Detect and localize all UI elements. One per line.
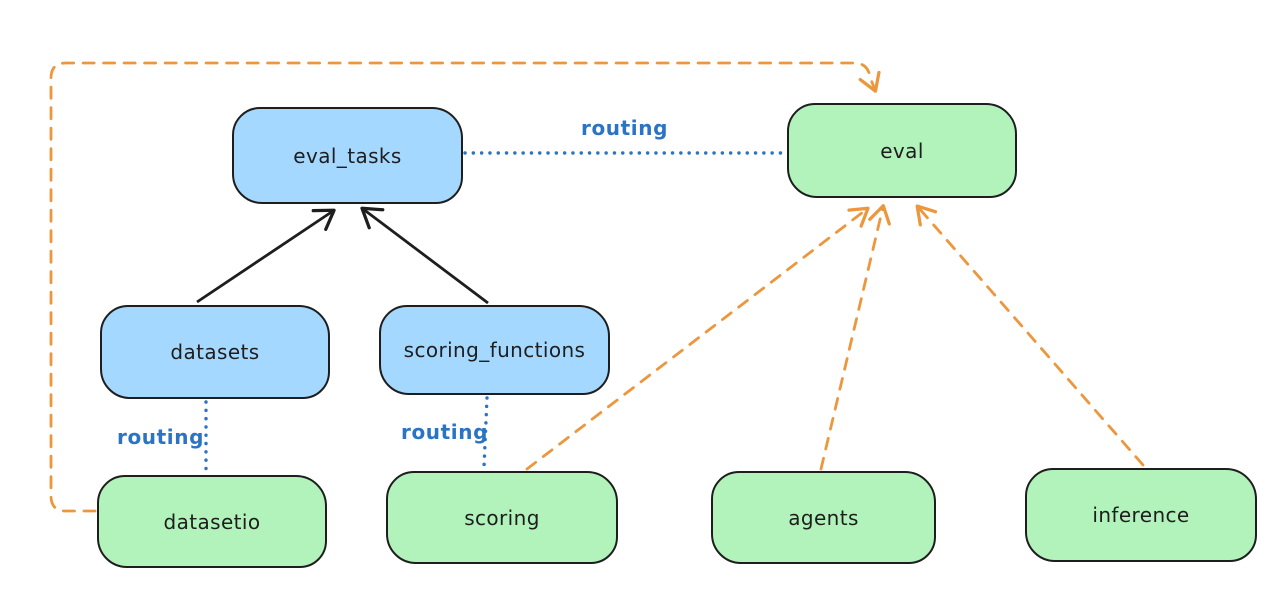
node-agents-label: agents bbox=[788, 505, 859, 530]
node-scoring-label: scoring bbox=[464, 505, 540, 530]
node-eval-tasks-label: eval_tasks bbox=[293, 143, 402, 168]
edge-datasetio-to-eval bbox=[49, 61, 881, 513]
node-inference-label: inference bbox=[1092, 503, 1190, 527]
edge-label-routing-datasets-datasetio: routing bbox=[117, 425, 205, 449]
node-agents: agents bbox=[711, 471, 936, 564]
edge-scoring_functions-to-eval_tasks bbox=[360, 206, 489, 305]
node-datasets-label: datasets bbox=[170, 340, 260, 364]
node-eval-tasks: eval_tasks bbox=[232, 107, 463, 204]
edge-inference-to-eval bbox=[915, 204, 1145, 467]
node-inference: inference bbox=[1025, 468, 1257, 562]
node-scoring-functions-label: scoring_functions bbox=[403, 338, 586, 362]
node-datasetio: datasetio bbox=[97, 475, 327, 568]
edge-label-routing-eval-tasks-eval: routing bbox=[581, 116, 669, 140]
edge-label-routing-scoring-functions-scoring: routing bbox=[401, 420, 489, 444]
node-datasetio-label: datasetio bbox=[163, 509, 261, 534]
edge-datasets-to-eval_tasks bbox=[196, 208, 336, 304]
node-scoring: scoring bbox=[386, 471, 618, 564]
edge-agents-to-eval bbox=[819, 204, 891, 471]
edge-scoring-to-eval bbox=[525, 206, 870, 471]
edge-scoring_functions-to-scoring-routing bbox=[482, 396, 489, 469]
node-datasets: datasets bbox=[100, 305, 330, 399]
node-scoring-functions: scoring_functions bbox=[379, 305, 610, 395]
node-eval-label: eval bbox=[880, 138, 924, 163]
node-eval: eval bbox=[787, 103, 1017, 198]
